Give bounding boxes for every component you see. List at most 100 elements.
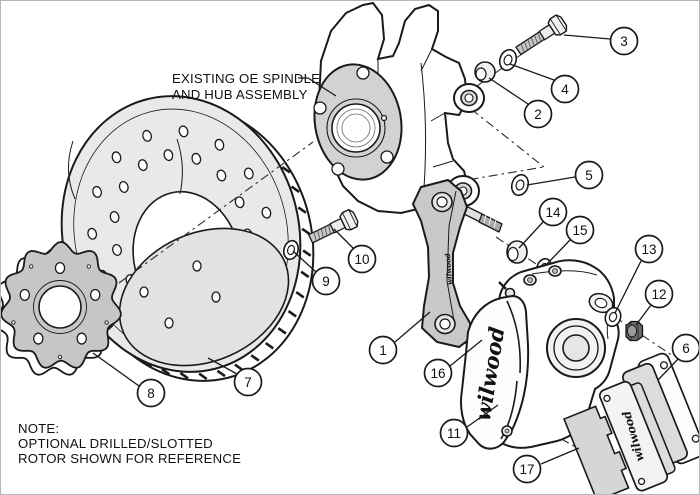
callout-leader	[526, 176, 576, 186]
rotor-mount-hole	[164, 317, 174, 329]
spindle-label-line2: AND HUB ASSEMBLY	[172, 87, 308, 102]
hub-bore-ring	[326, 98, 386, 158]
pad-rivet-hole	[603, 394, 611, 403]
callout-circle	[523, 99, 553, 129]
hat-rim-dot	[86, 264, 91, 269]
callout-11: 11	[439, 404, 499, 448]
hat-rim-dot	[104, 320, 109, 325]
callout-5: 5	[526, 160, 604, 190]
pad-inboard: wilwood	[598, 380, 676, 492]
bolt-head-facets	[549, 14, 567, 36]
pad-rivet-hole	[691, 434, 699, 443]
caliper-piston-ring	[553, 325, 599, 371]
callout-number: 8	[147, 386, 155, 401]
hat-bolt-10	[307, 208, 359, 244]
callout-circle	[574, 160, 604, 190]
rotor-slot-right	[176, 138, 183, 195]
callout-leader	[488, 77, 529, 105]
callout-circle	[671, 333, 699, 363]
spacer-14	[506, 240, 528, 264]
washer-5	[510, 173, 530, 197]
bolt-head-facets	[342, 209, 358, 230]
nut-12	[625, 320, 644, 342]
callout-16: 16	[423, 339, 483, 388]
rotor-hat	[1, 240, 122, 376]
callout-leader	[466, 404, 499, 428]
hat-lug-hole	[33, 332, 44, 345]
callout-number: 6	[682, 341, 690, 356]
callout-9: 9	[292, 250, 341, 296]
rotor-mount-hole	[211, 291, 221, 303]
callout-circle	[423, 358, 453, 388]
callout-15: 15	[545, 215, 595, 266]
washer-inner	[608, 311, 618, 323]
hat-lug-hole	[19, 288, 31, 301]
callout-number: 14	[545, 205, 561, 220]
callout-13: 13	[614, 234, 664, 314]
rotor-vane-ticks	[142, 166, 312, 380]
callout-circle	[565, 215, 595, 245]
hat-center-bore	[38, 285, 82, 329]
callout-number: 10	[354, 252, 369, 267]
callout-7: 7	[207, 357, 263, 397]
hat-rim-dot	[57, 354, 63, 360]
hub-lug-hole	[380, 150, 394, 164]
spindle-label-line1: EXISTING OE SPINDLE	[172, 71, 320, 86]
callout-circle	[368, 335, 398, 365]
hub-bore-machining	[341, 113, 371, 143]
callout-number: 3	[620, 34, 628, 49]
spindle-hub-assembly	[313, 1, 485, 215]
note-line3: ROTOR SHOWN FOR REFERENCE	[18, 451, 241, 466]
knuckle-detail-lines	[377, 48, 454, 202]
hat-rim-dot	[29, 264, 34, 269]
hat-lug-hole	[89, 288, 101, 301]
callout-leader	[207, 357, 238, 375]
callout-leader	[92, 352, 140, 387]
callout-leader	[449, 339, 483, 367]
callout-circle	[644, 279, 674, 309]
callout-8: 8	[92, 352, 166, 408]
callout-circle	[439, 418, 469, 448]
shim-plate	[563, 405, 630, 494]
pad-rivet-hole	[637, 477, 646, 486]
caliper-piston	[562, 334, 590, 362]
rotor-mount-hole	[192, 260, 202, 272]
callout-number: 5	[585, 168, 593, 183]
callout-12: 12	[635, 279, 674, 326]
callout-leader	[540, 447, 580, 465]
caliper-upper-port-bore	[594, 297, 608, 309]
pad-rivet-hole	[659, 361, 668, 370]
callout-number: 1	[379, 343, 387, 358]
main-axis-line	[118, 141, 314, 284]
brake-caliper: wilwood	[460, 259, 620, 450]
mount-bolt-3	[515, 14, 568, 56]
bracket-crease	[446, 190, 457, 322]
callout-leader	[292, 250, 317, 273]
callout-2: 2	[488, 77, 553, 129]
bolt-head	[339, 208, 359, 231]
callout-leader	[333, 228, 354, 249]
callout-circle	[233, 367, 263, 397]
callout-leader	[394, 311, 431, 343]
callout-10: 10	[333, 228, 377, 274]
callout-number: 9	[322, 274, 330, 289]
hub-bore-machining	[336, 108, 376, 148]
callout-6: 6	[657, 333, 699, 381]
caliper-bolt-socket	[527, 277, 533, 283]
rotor-slot-left	[68, 140, 76, 200]
rotor-mount-hole	[139, 286, 149, 298]
callout-leader	[545, 239, 571, 266]
callout-number: 13	[641, 242, 656, 257]
callout-number: 15	[572, 223, 587, 238]
callout-circle	[347, 244, 377, 274]
bleed-screw-stem	[498, 281, 507, 290]
callout-number: 11	[447, 426, 461, 441]
callout-1: 1	[368, 311, 431, 365]
callout-number: 7	[244, 375, 252, 390]
callout-number: 17	[519, 462, 534, 477]
labels: EXISTING OE SPINDLE AND HUB ASSEMBLY NOT…	[18, 71, 337, 466]
spacer-2	[474, 61, 496, 83]
callout-leader	[657, 357, 680, 381]
